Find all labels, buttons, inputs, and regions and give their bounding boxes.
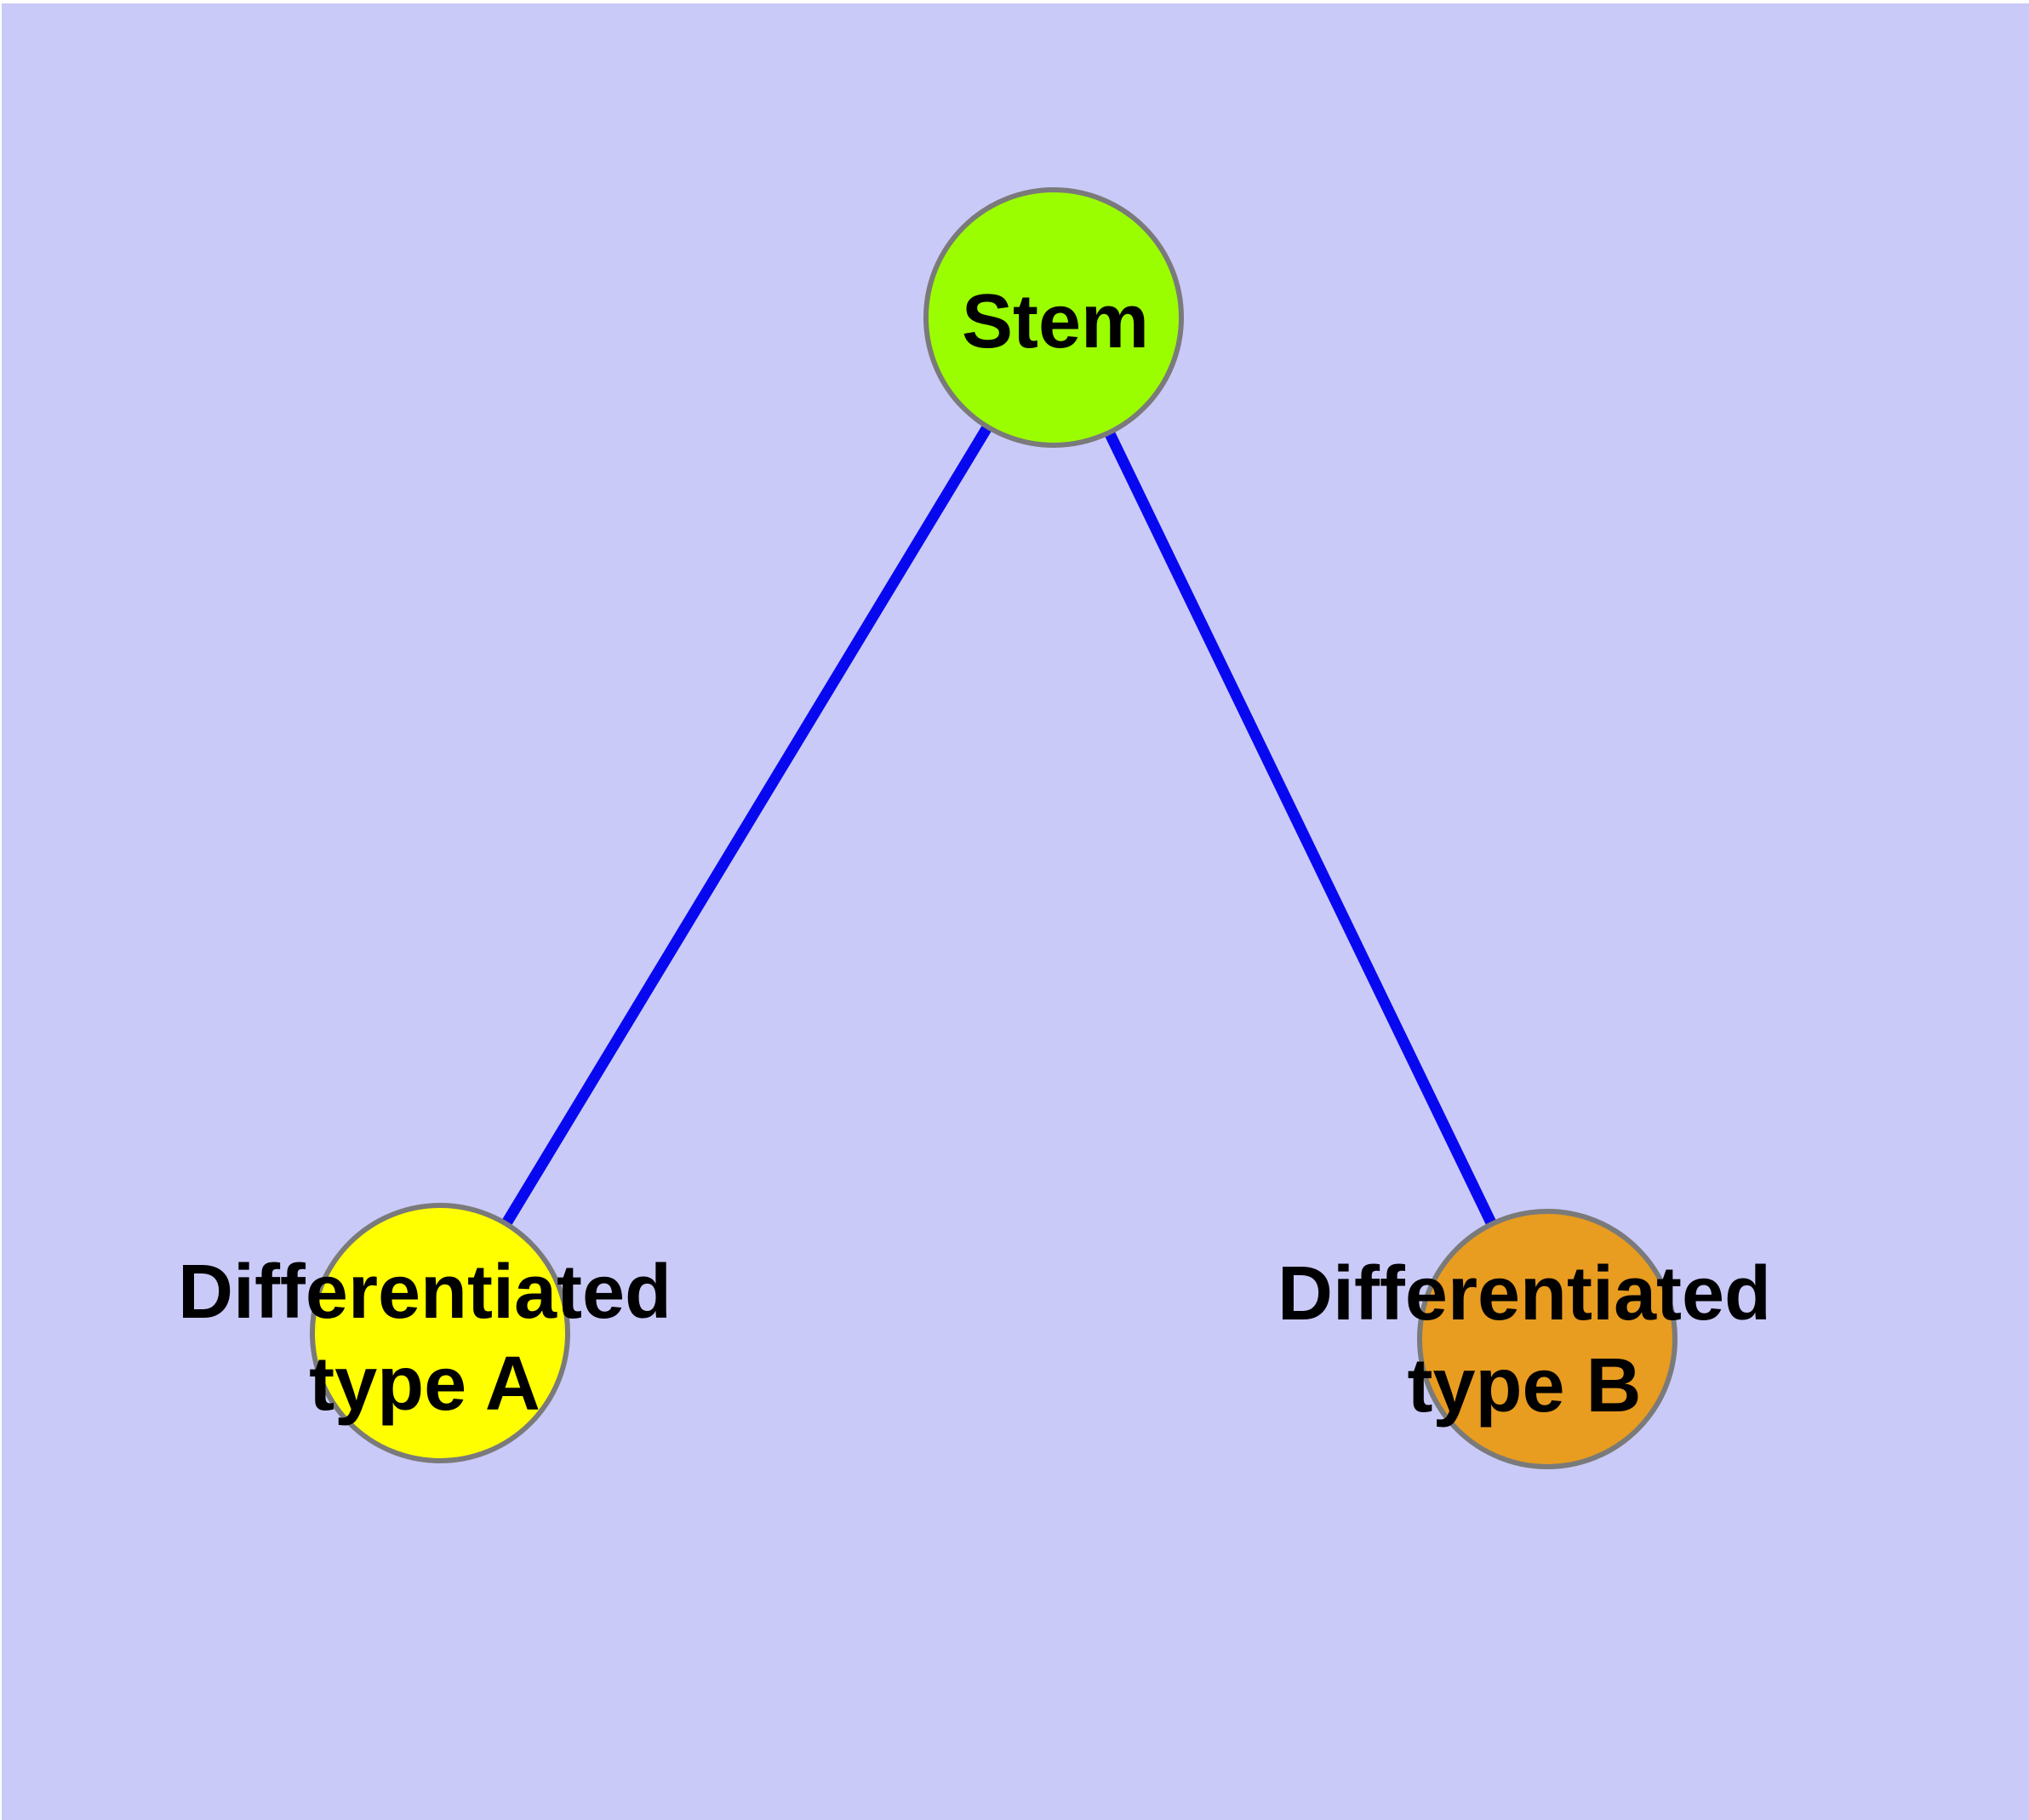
edge-stem-to-type-a xyxy=(435,314,1059,1336)
node-stem: Stem xyxy=(923,187,1184,448)
node-differentiated-type-b: Differentiated type B xyxy=(1277,1209,1771,1469)
edge-stem-to-type-b xyxy=(1049,315,1552,1342)
node-stem-label: Stem xyxy=(962,279,1149,364)
node-type-a-label-line2: type A xyxy=(309,1342,540,1427)
node-differentiated-type-a: Differentiated type A xyxy=(178,1203,672,1463)
node-type-b-label-line2: type B xyxy=(1407,1343,1641,1428)
node-type-a-label-line1: Differentiated xyxy=(178,1250,672,1335)
node-stem-circle xyxy=(923,187,1184,448)
node-type-a-circle xyxy=(310,1203,570,1463)
node-type-b-label-line1: Differentiated xyxy=(1277,1251,1771,1336)
node-type-b-circle xyxy=(1417,1209,1677,1469)
